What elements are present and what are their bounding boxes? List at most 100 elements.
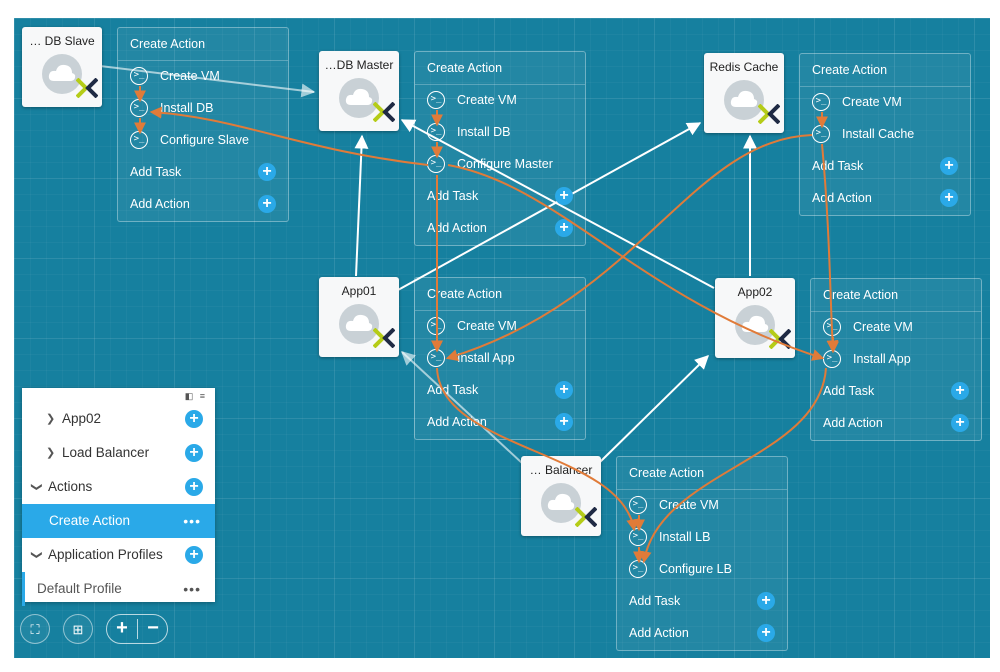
nutanix-x-logo xyxy=(372,101,396,127)
add-action-label: Add Action xyxy=(130,197,190,211)
add-task-row: Add Task + xyxy=(415,181,585,213)
task-row[interactable]: >_ Install LB xyxy=(617,522,787,554)
node-db-master[interactable]: …DB Master xyxy=(319,51,399,131)
add-action-label: Add Action xyxy=(812,191,872,205)
zoom-in-button[interactable]: + xyxy=(116,617,128,639)
add-task-plus-icon[interactable]: + xyxy=(940,157,958,175)
task-row[interactable]: >_ Create VM xyxy=(617,490,787,522)
action-panel-db-master: Create Action >_Create VM >_Install DB >… xyxy=(414,51,586,246)
nav-item-default-profile[interactable]: Default Profile ••• xyxy=(22,572,215,606)
nav-item-create-action[interactable]: Create Action ••• xyxy=(22,504,215,538)
task-label: Create VM xyxy=(659,498,719,512)
nutanix-x-logo xyxy=(75,77,99,103)
nav-section-application-profiles[interactable]: ❯ Application Profiles + xyxy=(22,538,215,572)
panel-title[interactable]: Create Action xyxy=(118,28,288,61)
zoom-out-button[interactable]: − xyxy=(147,617,159,639)
terminal-icon: >_ xyxy=(823,318,841,336)
terminal-icon: >_ xyxy=(427,155,445,173)
panel-title[interactable]: Create Action xyxy=(617,457,787,490)
task-row[interactable]: >_Create VM xyxy=(118,61,288,93)
add-action-plus-icon[interactable]: + xyxy=(940,189,958,207)
task-label: Install DB xyxy=(457,125,511,139)
add-task-plus-icon[interactable]: + xyxy=(951,382,969,400)
action-panel-redis-cache: Create Action >_Create VM >_ Install Cach… xyxy=(799,53,971,216)
nav-item-load-balancer[interactable]: ❯ Load Balancer + xyxy=(22,436,215,470)
terminal-icon: >_ xyxy=(427,91,445,109)
terminal-icon: >_ xyxy=(629,560,647,578)
task-label: Configure LB xyxy=(659,562,732,576)
terminal-icon: >_ xyxy=(812,125,830,143)
task-row[interactable]: >_Create VM xyxy=(415,311,585,343)
grid-toggle-button[interactable]: ⊞ xyxy=(63,614,93,644)
action-panel-app02: Create Action >_Create VM >_Install App … xyxy=(810,278,982,441)
cloud-icon xyxy=(42,54,82,94)
add-task-plus-icon[interactable]: + xyxy=(258,163,276,181)
task-row[interactable]: >_Create VM xyxy=(800,87,970,119)
task-row[interactable]: >_Create VM xyxy=(811,312,981,344)
panel-title[interactable]: Create Action xyxy=(415,52,585,85)
panel-title[interactable]: Create Action xyxy=(800,54,970,87)
task-label: Create VM xyxy=(160,69,220,83)
task-row[interactable]: >_Configure Slave xyxy=(118,125,288,157)
add-plus-icon[interactable]: + xyxy=(185,444,203,462)
task-label: Install LB xyxy=(659,530,711,544)
nav-item-app02[interactable]: ❯ App02 + xyxy=(22,402,215,436)
task-row[interactable]: >_Configure Master xyxy=(415,149,585,181)
node-db-slave[interactable]: … DB Slave xyxy=(22,27,102,107)
add-task-row: Add Task+ xyxy=(415,375,585,407)
more-options-icon[interactable]: ••• xyxy=(183,513,201,529)
terminal-icon: >_ xyxy=(629,528,647,546)
node-app01[interactable]: App01 xyxy=(319,277,399,357)
add-task-plus-icon[interactable]: + xyxy=(757,592,775,610)
add-action-plus-icon[interactable]: + xyxy=(185,478,203,496)
task-row[interactable]: >_ Install Cache xyxy=(800,119,970,151)
fit-to-screen-button[interactable]: ⛶ xyxy=(20,614,50,644)
add-profile-plus-icon[interactable]: + xyxy=(185,546,203,564)
terminal-icon: >_ xyxy=(823,350,841,368)
add-task-label: Add Task xyxy=(812,159,864,173)
grid-icon: ⊞ xyxy=(72,622,84,637)
task-label: Install DB xyxy=(160,101,214,115)
node-app02[interactable]: App02 xyxy=(715,278,795,358)
view-toggle-icon[interactable]: ◧ ≡ xyxy=(184,391,207,401)
terminal-icon: >_ xyxy=(629,496,647,514)
terminal-icon: >_ xyxy=(130,99,148,117)
add-action-plus-icon[interactable]: + xyxy=(555,413,573,431)
task-row[interactable]: >_ Install DB xyxy=(118,93,288,125)
add-action-plus-icon[interactable]: + xyxy=(555,219,573,237)
add-action-label: Add Action xyxy=(427,415,487,429)
node-redis-cache[interactable]: Redis Cache xyxy=(704,53,784,133)
panel-title[interactable]: Create Action xyxy=(415,278,585,311)
add-action-plus-icon[interactable]: + xyxy=(757,624,775,642)
node-title: Redis Cache xyxy=(709,60,779,74)
terminal-icon: >_ xyxy=(427,349,445,367)
node-title: App01 xyxy=(341,284,377,298)
more-options-icon[interactable]: ••• xyxy=(183,581,201,597)
task-label: Install Cache xyxy=(842,127,915,141)
node-title: App02 xyxy=(737,285,773,299)
add-action-plus-icon[interactable]: + xyxy=(951,414,969,432)
task-row[interactable]: >_Install DB xyxy=(415,117,585,149)
nav-item-label: Load Balancer xyxy=(62,445,150,460)
node-title: … DB Slave xyxy=(29,34,95,48)
terminal-icon: >_ xyxy=(812,93,830,111)
cloud-icon xyxy=(339,304,379,344)
add-action-row: Add Action+ xyxy=(617,618,787,650)
node-load-balancer[interactable]: … Balancer xyxy=(521,456,601,536)
nav-item-label: App02 xyxy=(62,411,102,426)
zoom-controls: + − xyxy=(106,614,168,644)
task-row[interactable]: >_Install App xyxy=(415,343,585,375)
add-action-plus-icon[interactable]: + xyxy=(258,195,276,213)
add-task-plus-icon[interactable]: + xyxy=(555,187,573,205)
terminal-icon: >_ xyxy=(427,317,445,335)
add-plus-icon[interactable]: + xyxy=(185,410,203,428)
panel-title[interactable]: Create Action xyxy=(811,279,981,312)
task-row[interactable]: >_ Configure LB xyxy=(617,554,787,586)
nav-section-actions[interactable]: ❯ Actions + xyxy=(22,470,215,504)
task-row[interactable]: >_Create VM xyxy=(415,85,585,117)
node-title: … Balancer xyxy=(529,463,593,477)
task-row[interactable]: >_Install App xyxy=(811,344,981,376)
add-task-plus-icon[interactable]: + xyxy=(555,381,573,399)
nav-item-label: Create Action xyxy=(49,513,131,528)
add-task-label: Add Task xyxy=(427,189,479,203)
